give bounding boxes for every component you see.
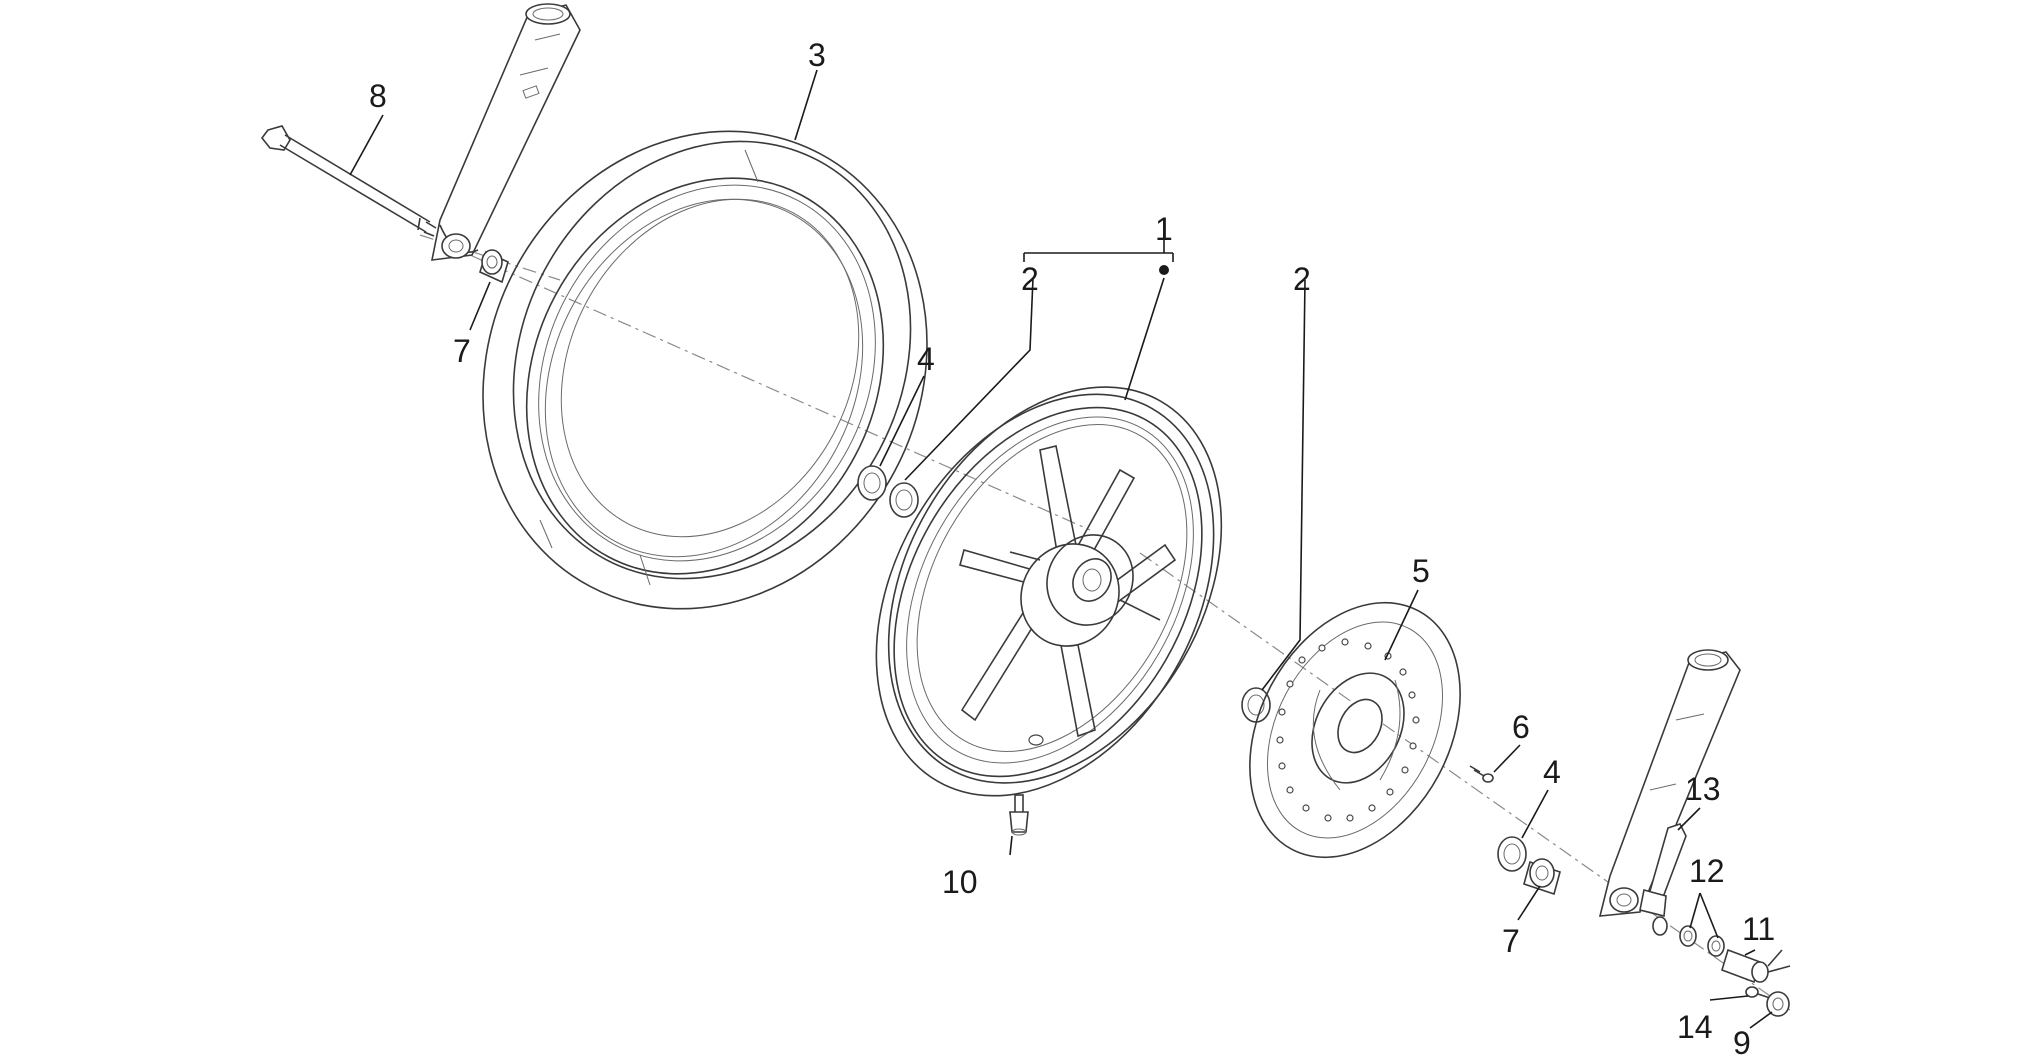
part-wheel-rim bbox=[875, 386, 1223, 797]
part-right-bearing bbox=[1497, 836, 1527, 872]
label-part-11: 11 bbox=[1742, 911, 1775, 947]
label-part-9: 9 bbox=[1733, 1025, 1751, 1057]
part-right-spacer bbox=[1523, 858, 1561, 896]
part-left-seal bbox=[889, 482, 919, 518]
part-labels: 8 7 3 1 2 2 4 5 6 4 13 12 11 10 7 14 9 bbox=[369, 37, 1775, 1061]
label-part-13: 13 bbox=[1685, 771, 1721, 807]
part-left-spacer bbox=[479, 249, 509, 284]
label-part-3: 3 bbox=[808, 37, 826, 73]
part-sensor-bracket bbox=[1639, 823, 1687, 918]
part-small-screw bbox=[1745, 986, 1771, 999]
part-left-fork-leg bbox=[430, 3, 581, 261]
label-part-8: 8 bbox=[369, 78, 387, 114]
part-axle-bolt bbox=[260, 125, 437, 237]
leader-lines bbox=[349, 69, 1773, 1029]
label-part-7-left: 7 bbox=[453, 333, 471, 369]
part-brake-disc bbox=[1249, 601, 1461, 859]
label-part-12: 12 bbox=[1689, 853, 1725, 889]
part-disc-screw bbox=[1469, 765, 1494, 783]
label-part-6: 6 bbox=[1512, 709, 1530, 745]
label-part-4-left: 4 bbox=[917, 341, 935, 377]
part-right-fork-leg bbox=[1598, 649, 1741, 917]
disc-holes bbox=[1276, 638, 1420, 822]
part-washers bbox=[1652, 916, 1725, 957]
part-tire bbox=[482, 130, 928, 610]
reference-dot bbox=[1159, 265, 1169, 275]
label-part-2-left: 2 bbox=[1021, 261, 1039, 297]
label-part-4-right: 4 bbox=[1543, 754, 1561, 790]
label-part-2-right: 2 bbox=[1293, 261, 1311, 297]
label-part-5: 5 bbox=[1412, 553, 1430, 589]
part-axle-nut bbox=[1766, 991, 1790, 1017]
label-part-14: 14 bbox=[1677, 1009, 1713, 1045]
label-part-1: 1 bbox=[1155, 211, 1173, 247]
part-tire-valve bbox=[1009, 794, 1029, 836]
part-right-seal bbox=[1241, 687, 1271, 723]
part-speed-sensor bbox=[1721, 948, 1791, 984]
part-left-bearing bbox=[857, 465, 887, 501]
label-part-10: 10 bbox=[942, 864, 978, 900]
label-part-7-right: 7 bbox=[1502, 923, 1520, 959]
